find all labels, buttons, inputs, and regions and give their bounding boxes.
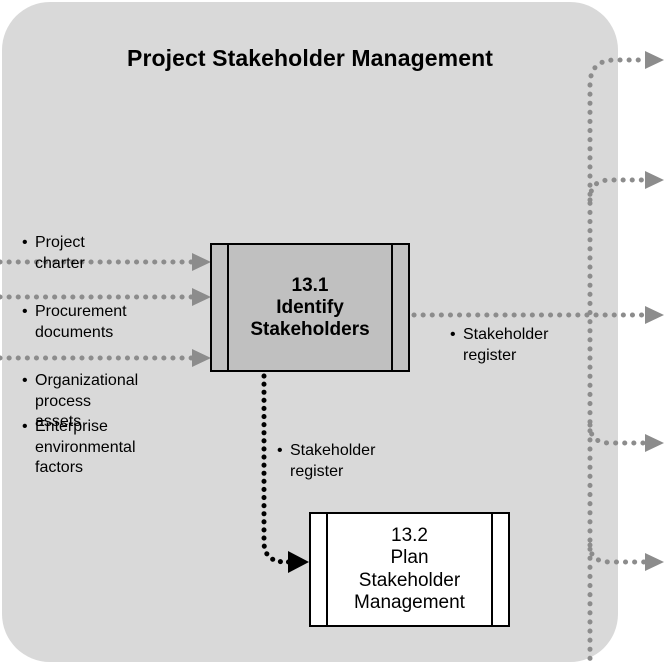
bullet-icon: • [22,418,28,435]
bullet-icon: • [22,234,28,251]
process-13-2-name-line2: Stakeholder [358,569,461,591]
input-label: Project charter [35,234,85,272]
input-arrowhead-1 [192,253,211,271]
process-13-2-left-bar [311,514,328,625]
process-13-1-left-bar [212,245,229,370]
process-13-2-name-line1: Plan [390,547,429,568]
branch-arrow-5 [587,542,648,565]
output-arrowhead-3 [645,306,664,324]
process-13-1-number: 13.1 [291,274,329,296]
process-13-2-label: 13.2 Plan Stakeholder Management [328,514,491,625]
process-13-2-right-bar [491,514,508,625]
output-label: Stakeholder register [463,326,549,364]
process-13-1-label: 13.1 Identify Stakeholders [229,245,391,370]
branch-arrow-4 [587,422,648,446]
input-arrowhead-3 [192,349,211,367]
vertical-distribution-line [587,57,648,663]
output-arrowhead-1 [645,51,664,69]
input-label: Procurement documents [35,303,127,341]
bullet-icon: • [22,303,28,320]
process-13-1-name-line1: Identify [276,296,344,318]
process-13-1-name-line2: Stakeholders [250,318,370,340]
process-13-2-number: 13.2 [391,524,428,546]
flow-label: Stakeholder register [290,442,376,480]
output-arrowhead-2 [645,171,664,189]
bullet-icon: • [450,326,456,343]
knowledge-area-title: Project Stakeholder Management [127,45,493,71]
bullet-icon: • [277,442,283,459]
process-13-1-right-bar [391,245,408,370]
branch-arrow-2 [587,177,648,203]
flow-arrowhead-13-2 [288,551,309,573]
process-13-2-name-line3: Management [354,592,465,613]
process-13-2-box[interactable]: 13.2 Plan Stakeholder Management [309,512,510,627]
input-arrowhead-2 [192,288,211,306]
input-label: Enterprise environmental factors [35,418,136,476]
output-arrowhead-4 [645,434,664,452]
output-arrowhead-5 [645,553,664,571]
flow-arrow-13-1-to-13-2 [261,373,293,565]
process-13-1-box[interactable]: 13.1 Identify Stakeholders [210,243,410,372]
bullet-icon: • [22,372,28,389]
input-label: Organizational process assets [35,372,139,430]
